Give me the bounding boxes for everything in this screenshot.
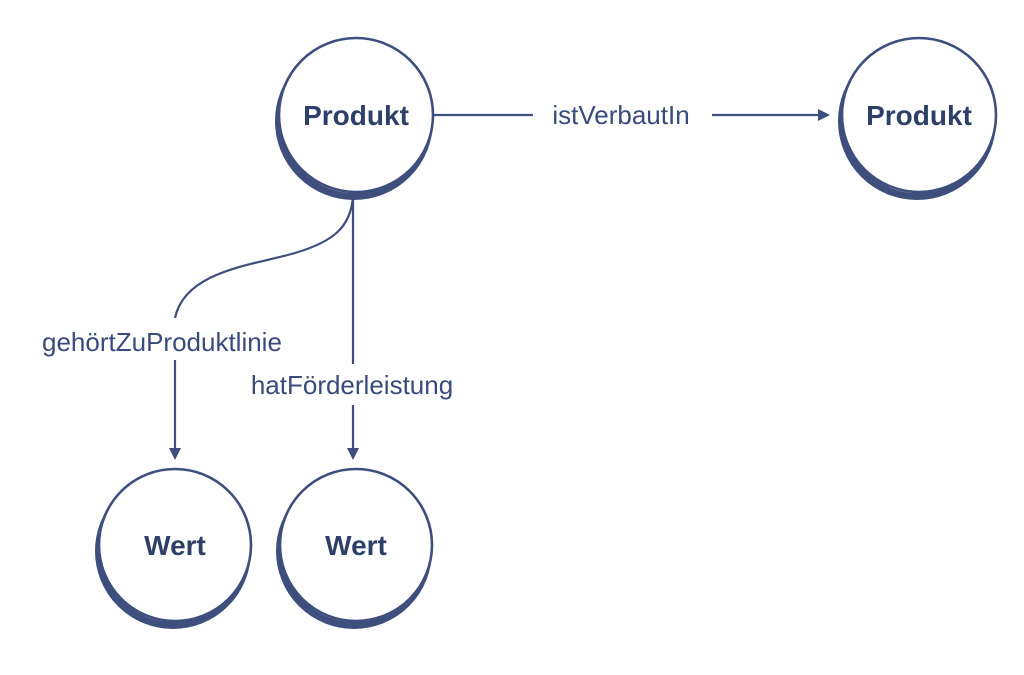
- node-produkt-source: Produkt: [275, 36, 435, 200]
- edge-curve-segment: [173, 195, 355, 319]
- edge-label-ist-verbaut-in: istVerbautIn: [552, 100, 689, 130]
- node-label-produkt-target: Produkt: [866, 100, 972, 131]
- edge-hat-foerderleistung: hatFörderleistung: [251, 192, 453, 460]
- node-circle: [840, 36, 998, 194]
- edge-ist-verbaut-in: istVerbautIn: [434, 100, 830, 130]
- node-label-wert-foerderleistung: Wert: [325, 530, 387, 561]
- edge-label-gehoert-zu-produktlinie: gehörtZuProduktlinie: [42, 327, 282, 357]
- edge-gehoert-zu-produktlinie: gehörtZuProduktlinie: [42, 195, 355, 460]
- edge-label-hat-foerderleistung: hatFörderleistung: [251, 370, 453, 400]
- node-label-wert-produktlinie: Wert: [144, 530, 206, 561]
- node-wert-produktlinie: Wert: [95, 467, 253, 629]
- node-circle: [97, 467, 253, 623]
- node-circle: [277, 36, 435, 194]
- node-wert-foerderleistung: Wert: [276, 467, 434, 629]
- node-label-produkt-source: Produkt: [303, 100, 409, 131]
- node-produkt-target: Produkt: [838, 36, 998, 200]
- node-circle: [278, 467, 434, 623]
